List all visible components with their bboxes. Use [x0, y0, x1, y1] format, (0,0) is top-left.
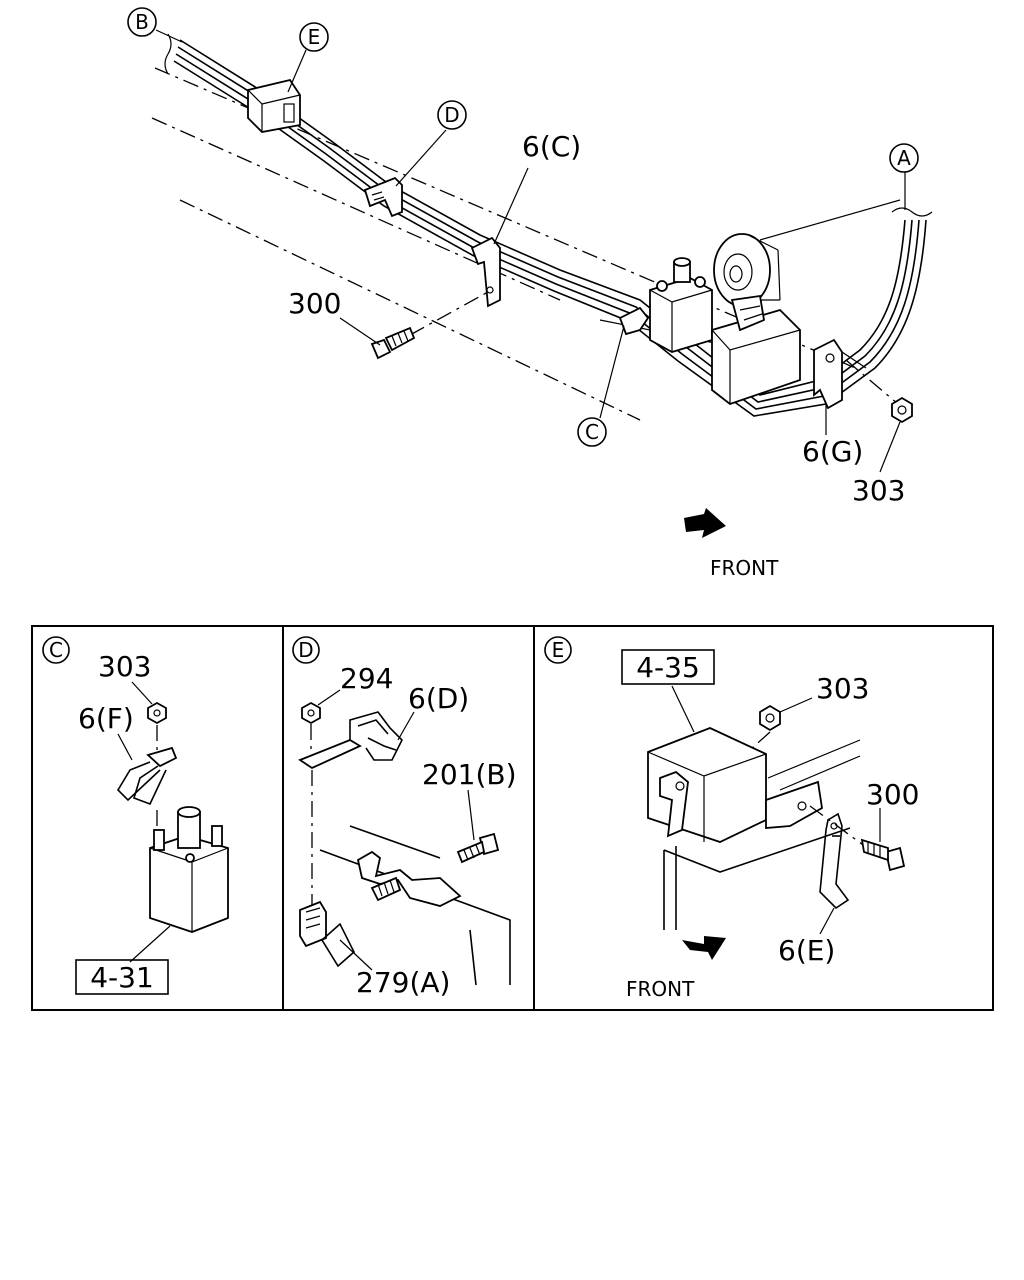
panel-c-clip-label: 6(F) — [78, 702, 134, 735]
leader-6c — [493, 167, 529, 245]
callout-c: C — [577, 417, 607, 447]
callout-c-text: C — [585, 420, 599, 444]
front-label: FRONT — [710, 556, 779, 580]
panel-d-nut-label: 294 — [340, 662, 393, 695]
panel-e-ref-box — [621, 649, 715, 685]
panel-c: C 303 6(F) 4-31 — [42, 636, 229, 995]
panel-e-front-label: FRONT — [626, 977, 695, 1001]
bolt-300-part — [370, 291, 489, 360]
panel-d-bracket-part — [356, 850, 462, 907]
leader-d — [395, 129, 447, 187]
label-303: 303 — [852, 474, 905, 507]
callout-d: D — [437, 100, 467, 130]
frame-line-bottom — [179, 199, 641, 421]
panel-c-ref-label: 4-31 — [90, 961, 154, 994]
callout-b: B — [127, 7, 157, 37]
panel-e: E 4-35 303 300 — [544, 636, 919, 1001]
leader-303 — [879, 421, 901, 473]
mount-block-part — [711, 308, 801, 406]
panel-e-tag: E — [552, 638, 565, 662]
panel-d-nut-part — [301, 701, 321, 725]
callout-b-text: B — [135, 10, 149, 34]
panel-e-front-arrow-icon — [682, 936, 726, 960]
callout-a: A — [889, 143, 919, 173]
panel-e-bolt-label: 300 — [866, 778, 919, 811]
panel-e-ref-label: 4-35 — [636, 651, 700, 684]
label-300: 300 — [288, 287, 341, 320]
panel-d-bolt-part — [456, 832, 500, 864]
panel-d-lower-clip-part — [299, 900, 355, 968]
clip-6g-part — [813, 338, 899, 410]
panel-e-nut-label: 303 — [816, 672, 869, 705]
callout-e: E — [299, 22, 329, 52]
panel-c-nut-label: 303 — [98, 650, 151, 683]
detail-frame — [31, 625, 994, 1011]
nut-303-part — [891, 396, 913, 424]
panel-d-clip-part — [298, 711, 403, 770]
panel-d-bracket-label: 279(A) — [356, 966, 450, 999]
panel-d-bolt-label: 201(B) — [422, 758, 517, 791]
panel-e-nut-part — [759, 704, 781, 732]
panel-d: D 294 6(D) 201(B) — [292, 636, 517, 999]
callout-d-text: D — [444, 103, 459, 127]
main-view: B E D A C 6(C) 300 6(G) 303 FRONT — [127, 7, 933, 580]
panel-c-nut-part — [147, 701, 167, 725]
callout-a-text: A — [897, 146, 911, 170]
label-6c: 6(C) — [522, 130, 581, 163]
panel-d-clip-label: 6(D) — [408, 682, 469, 715]
panel-e-bolt-part — [860, 838, 906, 872]
label-6g: 6(G) — [802, 435, 863, 468]
panel-e-clip-label: 6(E) — [778, 934, 835, 967]
leader-b — [155, 29, 183, 43]
panel-c-clip-part — [116, 746, 178, 806]
connector-e-part — [247, 78, 301, 133]
panel-c-ref-box — [75, 959, 169, 995]
leader-e — [287, 49, 307, 93]
panel-d-tag: D — [298, 638, 313, 662]
leader-c — [599, 325, 625, 419]
leader-300 — [339, 317, 381, 346]
relay-part — [649, 257, 713, 353]
clip-6c-part — [470, 236, 501, 308]
panel-e-clip-part — [819, 812, 850, 910]
callout-e-text: E — [308, 25, 321, 49]
clip-c-part — [618, 306, 650, 336]
panel-c-tag: C — [49, 638, 63, 662]
front-arrow-icon — [684, 508, 726, 538]
round-component-part — [713, 233, 781, 332]
frame-edge-right — [759, 199, 901, 241]
panel-c-relay-part — [149, 806, 229, 933]
clip-d-part — [363, 176, 403, 218]
panel-e-bracket-part — [647, 727, 823, 843]
